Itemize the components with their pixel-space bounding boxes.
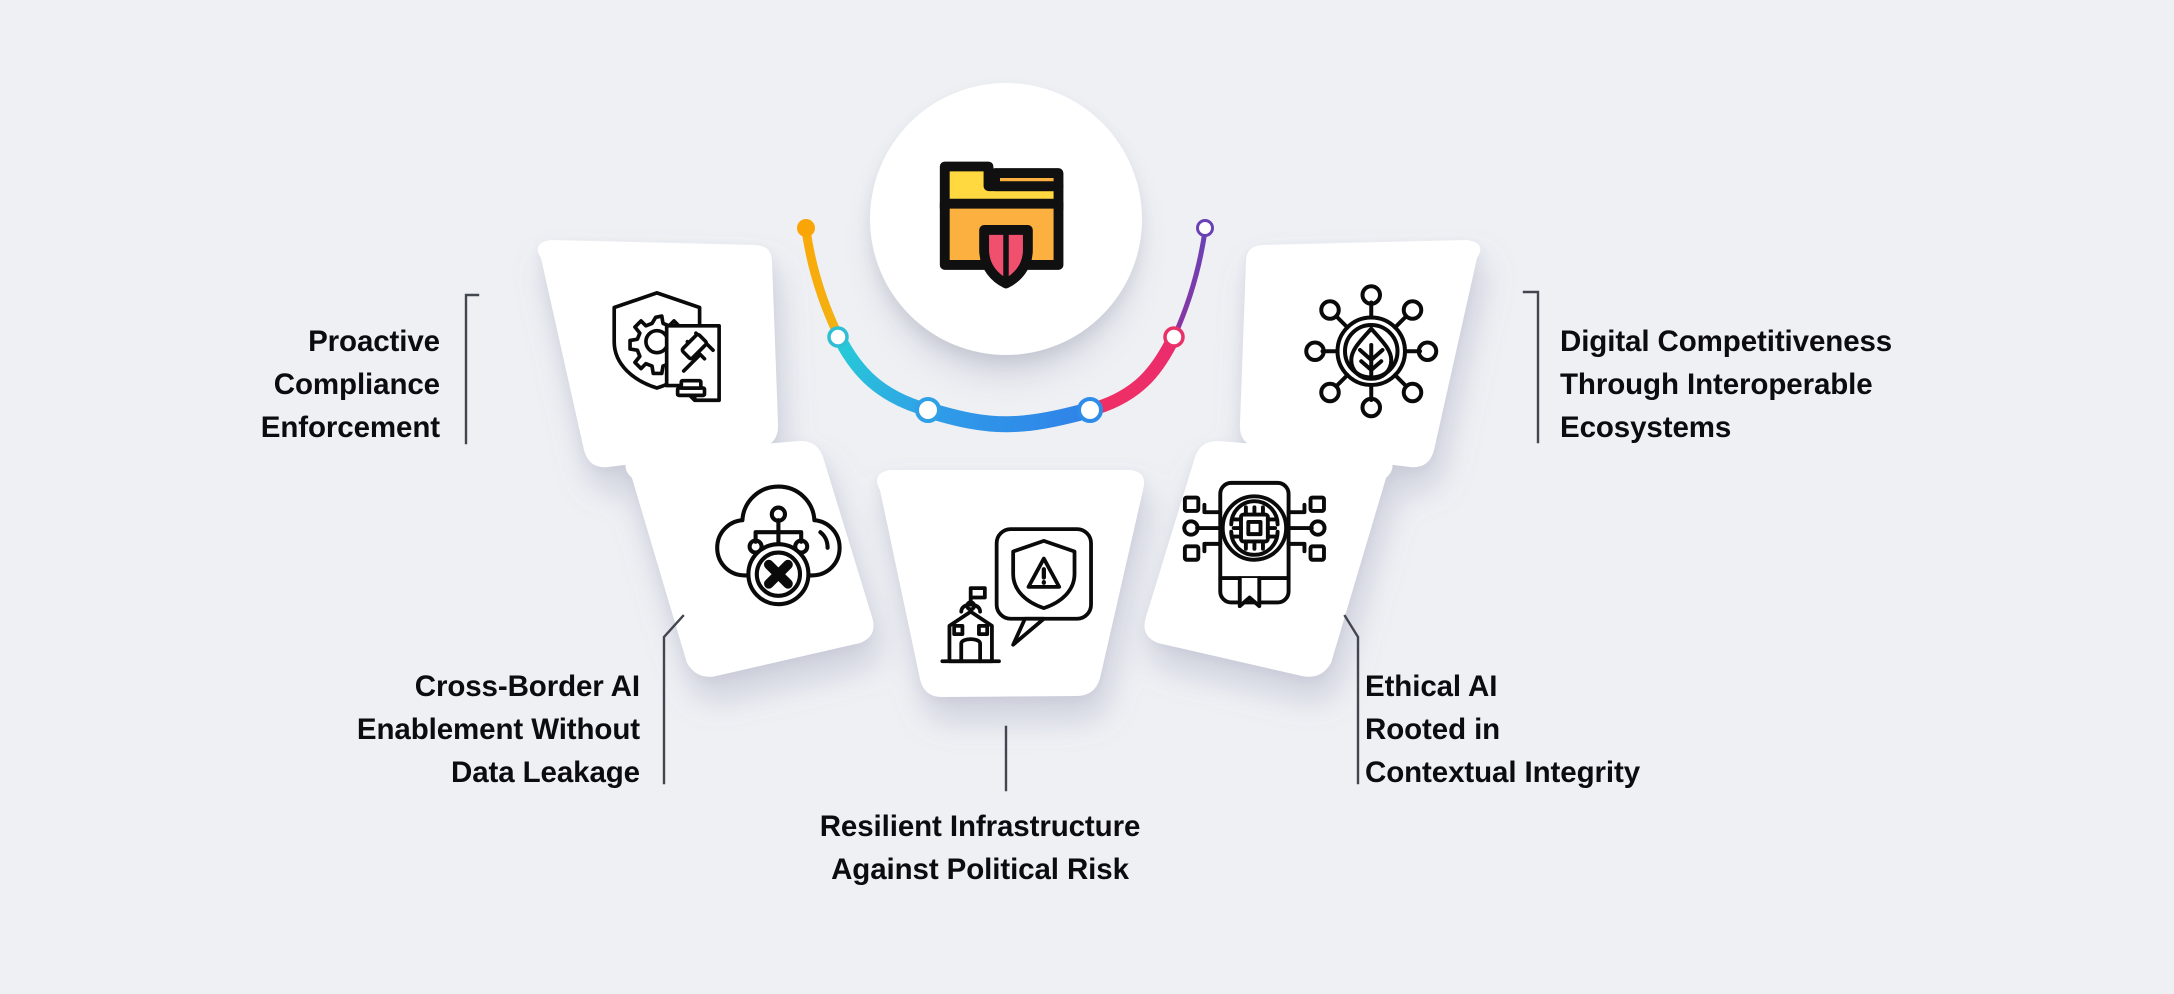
- label-cross-border-ai-enablement-without-data-leakage: Cross-Border AI Enablement Without Data …: [356, 670, 640, 789]
- connector-ethical-ai-rooted-in-contextual-integrity: [1343, 614, 1360, 785]
- arc-segment-orange: [801, 225, 844, 342]
- government-building-alert-shield-icon: [940, 527, 1093, 664]
- connector-digital-competitiveness-through-interoperable-ecosystems: [1522, 290, 1540, 444]
- arc-endpoint-dot-end: [1196, 219, 1214, 237]
- arc-node-orange-cyan: [827, 326, 849, 348]
- leaf-network-nodes-icon: [1304, 284, 1439, 419]
- arc-segment-blue: [920, 402, 1098, 433]
- label-digital-competitiveness-through-interoperable-ecosystems: Digital Competitiveness Through Interope…: [1560, 325, 1893, 444]
- arc-endpoint-dot-start: [797, 219, 815, 237]
- cloud-network-blocked-icon: [715, 484, 842, 607]
- label-resilient-infrastructure-against-political-risk: Resilient Infrastructure Against Politic…: [819, 810, 1141, 886]
- center-hub[interactable]: [870, 83, 1142, 355]
- progress-arc: [801, 225, 1208, 433]
- arc-node-cyan-blue: [915, 397, 941, 423]
- arc-node-blue-pink: [1077, 397, 1103, 423]
- connector-group: [464, 290, 1540, 792]
- arc-node-pink-purple: [1163, 326, 1185, 348]
- petal-cross-border-ai-enablement-without-data-leakage[interactable]: [625, 440, 874, 677]
- arc-segment-cyan: [832, 330, 935, 417]
- arc-segment-purple: [1171, 228, 1208, 340]
- label-proactive-compliance-enforcement: Proactive Compliance Enforcement: [260, 325, 440, 444]
- shield-gear-gavel-document-icon: [612, 291, 721, 403]
- arc-segment-pink: [1083, 330, 1181, 417]
- connector-cross-border-ai-enablement-without-data-leakage: [662, 614, 685, 785]
- petal-digital-competitiveness-through-interoperable-ecosystems[interactable]: [1239, 240, 1481, 468]
- label-ethical-ai-rooted-in-contextual-integrity: Ethical AI Rooted in Contextual Integrit…: [1365, 670, 1640, 789]
- folder-shield-icon: [939, 161, 1064, 289]
- arc-node-group: [797, 219, 1214, 423]
- connector-proactive-compliance-enforcement: [464, 293, 480, 445]
- certificate-chip-circuit-icon: [1182, 480, 1327, 609]
